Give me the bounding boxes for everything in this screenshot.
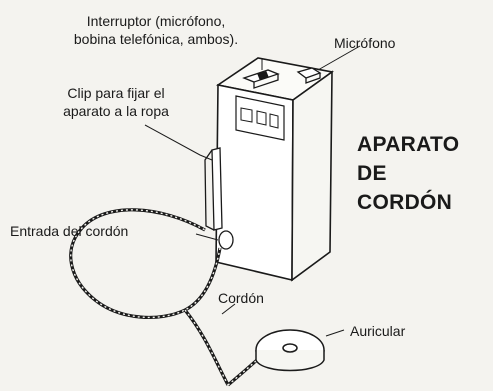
diagram-title: APARATO DE CORDÓN	[357, 130, 459, 217]
microphone-icon	[296, 67, 322, 84]
label-entrada-cordon: Entrada del cordón	[10, 223, 129, 239]
label-cordon: Cordón	[218, 290, 264, 306]
label-interruptor: Interruptor (micrófono, bobina telefónic…	[36, 12, 276, 48]
leader-lines	[144, 45, 361, 337]
label-auricular: Auricular	[350, 323, 406, 339]
label-interruptor-line2: bobina telefónica, ambos).	[73, 31, 239, 47]
device-body	[215, 57, 334, 282]
earphone-icon	[255, 329, 325, 372]
label-interruptor-line1: Interruptor (micrófono,	[86, 13, 226, 29]
switch-icon	[242, 69, 280, 89]
title-line-2: DE	[357, 162, 387, 185]
cord-input-icon	[218, 230, 234, 250]
clip-icon	[204, 147, 223, 231]
label-microfono: Micrófono	[334, 35, 396, 51]
label-clip: Clip para fijar el aparato a la ropa	[36, 84, 196, 120]
label-clip-line1: Clip para fijar el	[67, 85, 165, 101]
title-line-3: CORDÓN	[357, 191, 453, 214]
label-clip-line2: aparato a la ropa	[63, 103, 169, 119]
title-line-1: APARATO	[357, 133, 460, 156]
